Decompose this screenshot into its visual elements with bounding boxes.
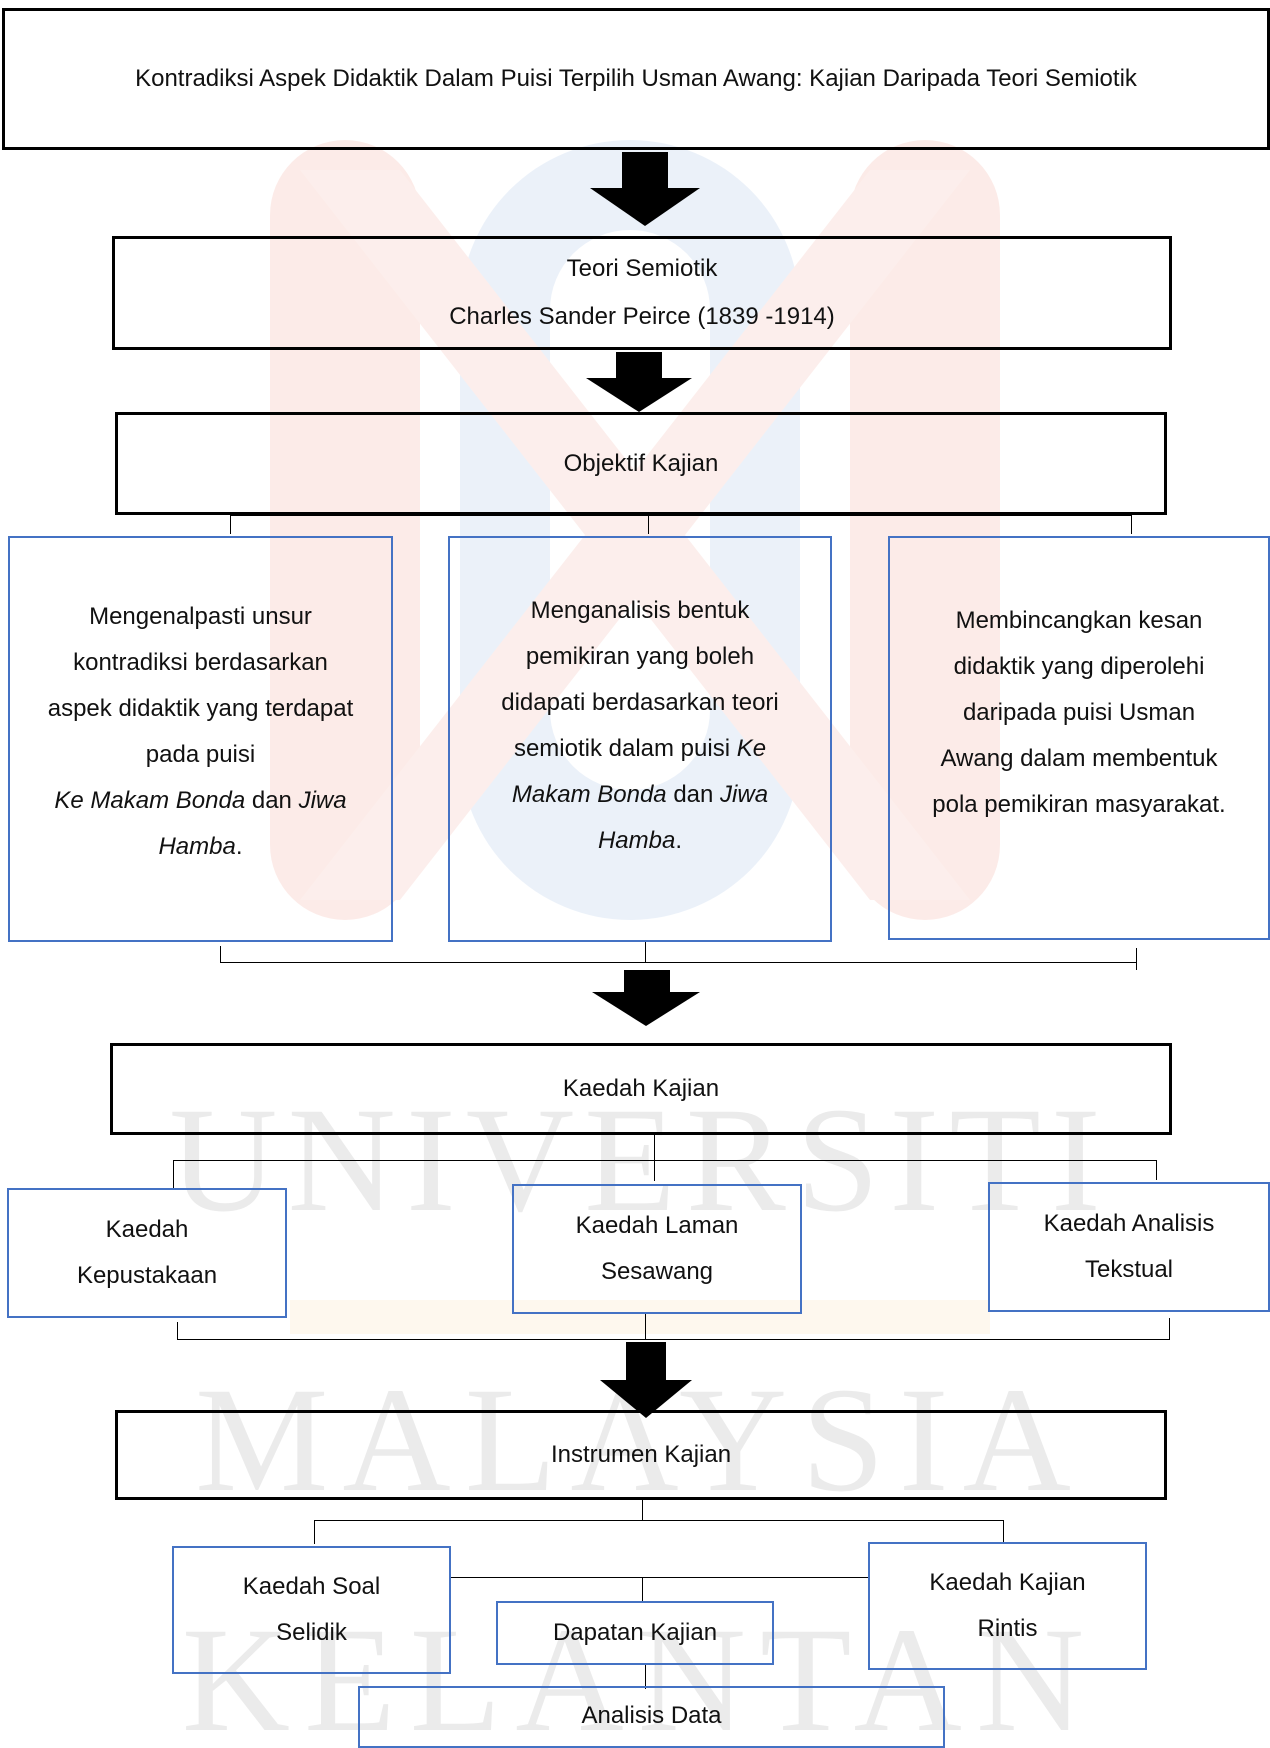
method-library-l2: Kepustakaan [76,1262,218,1289]
watermark-logo [270,140,1000,1334]
method-textual-l2: Tekstual [1084,1256,1174,1283]
title-box: Kontradiksi Aspek Didaktik Dalam Puisi T… [2,8,1270,150]
connector [1131,515,1132,534]
instrument-card-survey: Kaedah Soal Selidik [172,1546,451,1674]
objective-1-poems: Ke Makam Bonda dan Jiwa [54,787,347,814]
objective-2-poems-end: Hamba. [597,827,683,854]
objective-2-line: Menganalisis bentuk [530,597,750,624]
objective-1-line: pada puisi [145,741,256,768]
objective-1-line: kontradiksi berdasarkan [73,649,328,676]
objective-3-line: didaktik yang diperolehi [953,653,1205,680]
method-website-l2: Sesawang [600,1258,714,1285]
connector [173,1160,174,1188]
method-header-box: Kaedah Kajian [110,1043,1172,1135]
connector [314,1520,315,1544]
instrument-header-box: Instrumen Kajian [115,1410,1167,1500]
title-text: Kontradiksi Aspek Didaktik Dalam Puisi T… [135,65,1137,92]
connector [451,1577,870,1578]
down-arrow-icon [592,970,700,1026]
instrument-survey-l1: Kaedah Soal [242,1573,381,1600]
theory-title: Teori Semiotik [566,255,718,282]
objective-card-1: Mengenalpasti unsur kontradiksi berdasar… [8,536,393,942]
objective-3-line: Awang dalam membentuk [940,745,1218,772]
objective-1-line: aspek didaktik yang terdapat [47,695,354,722]
connector [645,942,646,963]
objective-1-poems-end: Hamba. [158,833,243,860]
objective-2-line: didapati berdasarkan teori [501,689,779,716]
connector [177,1339,1170,1340]
connector [645,1314,646,1340]
objective-3-line: pola pemikiran masyarakat. [932,791,1226,818]
objective-2-poems-cont: Makam Bonda dan Jiwa [511,781,769,808]
connector [1156,1160,1157,1180]
method-card-textual: Kaedah Analisis Tekstual [988,1182,1270,1312]
connector [648,515,649,534]
objective-2-poems: semiotik dalam puisi Ke [513,735,767,762]
down-arrow-icon [590,152,700,226]
objective-2-line: pemikiran yang boleh [525,643,755,670]
connector [314,1520,1004,1521]
objective-3-line: Membincangkan kesan [955,607,1203,634]
instrument-pilot-l2: Rintis [977,1615,1038,1642]
method-card-website: Kaedah Laman Sesawang [512,1184,802,1314]
connector [642,1577,643,1601]
theory-author: Charles Sander Peirce (1839 -1914) [449,303,835,330]
objective-3-line: daripada puisi Usman [962,699,1196,726]
method-header: Kaedah Kajian [562,1075,720,1102]
findings-text: Dapatan Kajian [552,1619,718,1646]
connector [220,946,221,963]
down-arrow-icon [586,352,692,412]
connector [1169,1318,1170,1340]
analysis-text: Analisis Data [581,1702,722,1729]
instrument-header: Instrumen Kajian [550,1441,732,1468]
connector [177,1322,178,1340]
down-arrow-icon [600,1342,692,1418]
objectives-header: Objektif Kajian [563,449,719,477]
connector [220,962,1136,963]
connector [645,1665,646,1689]
connector [230,515,231,534]
connector [1136,948,1137,970]
connector [173,1160,1157,1161]
method-textual-l1: Kaedah Analisis [1043,1210,1215,1237]
objective-card-3: Membincangkan kesan didaktik yang dipero… [888,536,1270,940]
method-card-library: Kaedah Kepustakaan [7,1188,287,1318]
method-library-l1: Kaedah [105,1216,189,1243]
objectives-header-box: Objektif Kajian [115,412,1167,515]
instrument-card-pilot: Kaedah Kajian Rintis [868,1542,1147,1670]
instrument-survey-l2: Selidik [276,1619,347,1646]
connector [654,1135,655,1181]
instrument-pilot-l1: Kaedah Kajian [929,1569,1086,1596]
objective-1-line: Mengenalpasti unsur [89,603,312,630]
findings-box: Dapatan Kajian [496,1601,774,1665]
connector [1003,1520,1004,1542]
method-website-l1: Kaedah Laman [575,1212,739,1239]
objective-card-2: Menganalisis bentuk pemikiran yang boleh… [448,536,832,942]
connector [642,1500,643,1520]
analysis-box: Analisis Data [358,1686,945,1748]
connector [230,515,1132,516]
theory-box: Teori Semiotik Charles Sander Peirce (18… [112,236,1172,350]
